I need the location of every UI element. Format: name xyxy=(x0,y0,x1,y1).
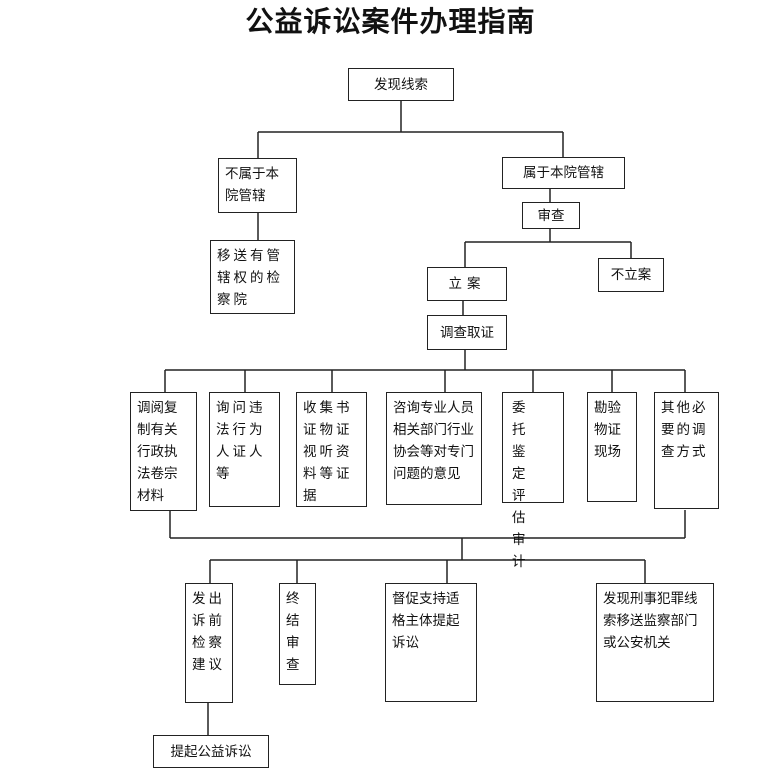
box-method-inspection: 勘验物证现场 xyxy=(587,392,637,502)
box-method-collect-evidence: 收集书证物证视听资料等证据 xyxy=(296,392,367,507)
box-review: 审查 xyxy=(522,202,580,229)
box-method-expert-opinion: 咨询专业人员相关部门行业协会等对专门问题的意见 xyxy=(386,392,482,505)
box-not-jurisdiction: 不属于本院管辖 xyxy=(218,158,297,213)
box-method-other: 其他必要的调查方式 xyxy=(654,392,719,509)
box-file-public-interest-lawsuit: 提起公益诉讼 xyxy=(153,735,269,768)
box-method-question: 询问违法行为人证人等 xyxy=(209,392,280,507)
box-no-case: 不立案 xyxy=(598,258,664,292)
box-discover-clues: 发现线索 xyxy=(348,68,454,101)
page-title: 公益诉讼案件办理指南 xyxy=(245,5,536,38)
box-file-case: 立案 xyxy=(427,267,507,301)
box-within-jurisdiction: 属于本院管辖 xyxy=(502,157,625,189)
box-outcome-procuratorial-suggestion: 发出诉前检察建议 xyxy=(185,583,233,703)
box-method-appraisal: 委托鉴定评估审计 xyxy=(502,392,564,570)
box-method-consult-files: 调阅复制有关行政执法卷宗材料 xyxy=(130,392,197,511)
box-outcome-terminate: 终结审查 xyxy=(279,583,316,685)
box-outcome-support-litigation: 督促支持适格主体提起诉讼 xyxy=(385,583,477,702)
box-transfer: 移送有管辖权的检察院 xyxy=(210,240,295,314)
box-investigate: 调查取证 xyxy=(427,315,507,350)
box-outcome-transfer-criminal: 发现刑事犯罪线索移送监察部门或公安机关 xyxy=(596,583,714,702)
